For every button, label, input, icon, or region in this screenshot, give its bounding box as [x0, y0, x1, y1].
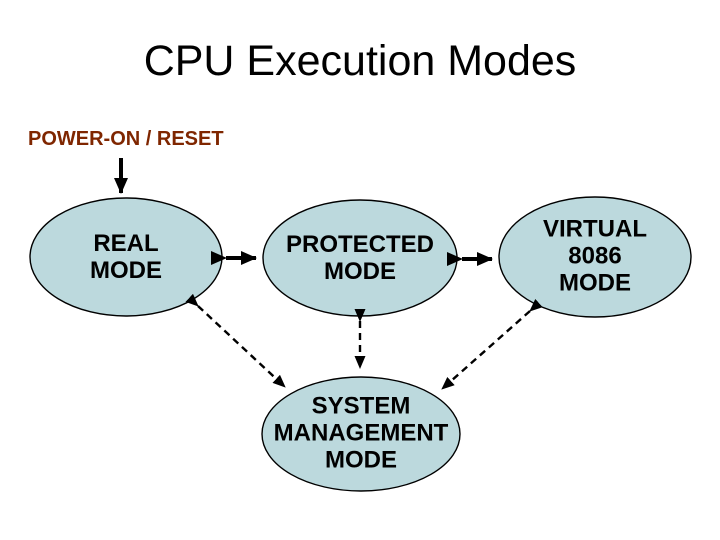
edge-real-smm-dashed-arrow [185, 293, 286, 388]
node-system-management-mode-label: SYSTEM MANAGEMENT MODE [273, 392, 449, 474]
power-on-reset-label: POWER-ON / RESET [28, 128, 224, 150]
node-protected-mode-label: PROTECTED MODE [285, 231, 435, 285]
node-virtual-8086-mode-label: VIRTUAL 8086 MODE [543, 215, 647, 297]
slide-title: CPU Execution Modes [143, 37, 577, 85]
node-real-mode-label: REAL MODE [90, 230, 162, 284]
edge-virtual8086-smm-dashed-arrow [441, 298, 543, 390]
node-virtual-8086-mode-ellipse [498, 196, 692, 318]
node-system-management-mode-ellipse [261, 376, 461, 492]
